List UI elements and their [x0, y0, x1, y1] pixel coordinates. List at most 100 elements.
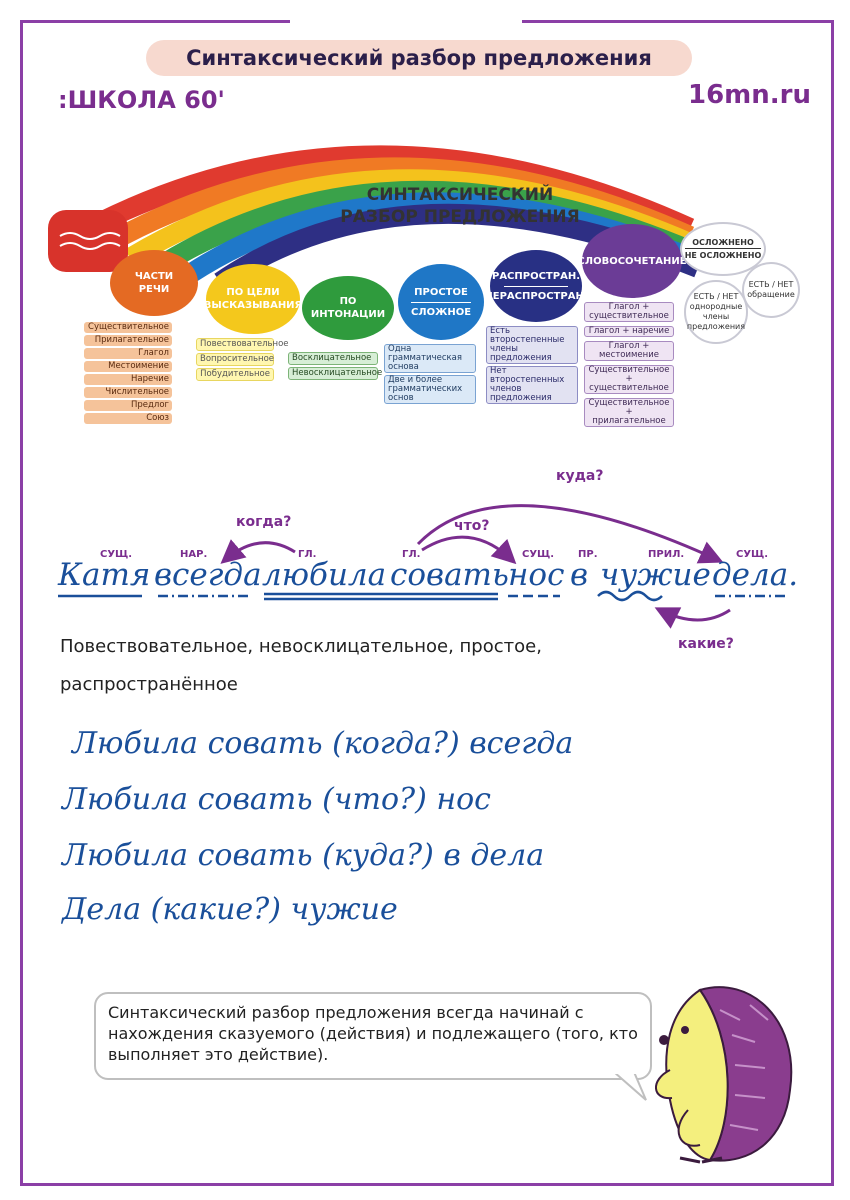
- cloud-label: ЕСТЬ / НЕТ обращение: [747, 280, 795, 299]
- category-intonation: ПО ИНТОНАЦИИ: [302, 276, 394, 340]
- sentence-characteristics: Повествовательное, невосклицательное, пр…: [60, 628, 640, 704]
- category-label: РАСПРОСТРАН.: [491, 270, 580, 282]
- sentence-arrows: [58, 504, 785, 629]
- list-item: Предлог: [84, 400, 172, 411]
- rainbow-title-line2: РАЗБОР ПРЕДЛОЖЕНИЯ: [340, 207, 580, 227]
- extended-list: Есть второстепенные члены предложения Не…: [486, 326, 578, 406]
- simple-complex-list: Одна грамматическая основа Две и более г…: [384, 344, 476, 406]
- list-item: Существительное: [84, 322, 172, 333]
- category-simple-complex: ПРОСТОЕ СЛОЖНОЕ: [398, 264, 484, 340]
- frame-left: [20, 20, 23, 1186]
- category-label: ПРОСТОЕ: [414, 286, 468, 298]
- rainbow-title-line1: СИНТАКСИЧЕСКИЙ: [366, 185, 554, 205]
- category-label: ЧАСТИ: [134, 271, 174, 282]
- list-item: Вопросительное: [196, 353, 274, 366]
- handwritten-phrase: Дела (какие?) чужие: [62, 892, 398, 927]
- bubble-tail: [612, 1070, 647, 1101]
- sentence-word: всегда: [154, 557, 262, 593]
- list-item: Побудительное: [196, 368, 274, 381]
- list-item: Одна грамматическая основа: [384, 344, 476, 373]
- cloud-label: ЕСТЬ / НЕТ однородные члены предложения: [686, 292, 746, 331]
- question-where: куда?: [556, 468, 604, 484]
- sentence-word: дела.: [712, 557, 799, 593]
- frame-top-right: [522, 20, 834, 23]
- list-item: Невосклицательное: [288, 367, 382, 380]
- question-what: что?: [454, 518, 490, 534]
- list-item: Восклицательное: [288, 352, 378, 365]
- handwritten-phrase: Любила совать (когда?) всегда: [72, 726, 574, 761]
- pos-label: СУЩ.: [736, 549, 769, 560]
- frame-top-left: [20, 20, 290, 23]
- question-which: какие?: [678, 636, 734, 652]
- category-label: ПО ЦЕЛИ: [226, 287, 280, 298]
- category-purpose: ПО ЦЕЛИ ВЫСКАЗЫВАНИЯ: [203, 264, 303, 334]
- frame-right: [831, 20, 834, 1186]
- list-item: Местоимение: [84, 361, 172, 372]
- site-link[interactable]: 16mn.ru: [688, 80, 811, 110]
- school-logo: :ШКОЛА 60': [58, 86, 225, 114]
- rainbow-illustration: [48, 145, 702, 291]
- phrases-list: Глагол + существительное Глагол + наречи…: [584, 302, 674, 429]
- list-item: Глагол: [84, 348, 172, 359]
- category-label: ВЫСКАЗЫВАНИЯ: [203, 300, 303, 311]
- list-item: Глагол + местоимение: [584, 341, 674, 361]
- pos-label: СУЩ.: [100, 549, 133, 560]
- pos-label: ГЛ.: [298, 549, 317, 560]
- category-label: СЛОЖНОЕ: [410, 306, 472, 318]
- page-title: Синтаксический разбор предложения: [146, 40, 692, 76]
- list-item: Глагол + наречие: [584, 326, 674, 337]
- category-label: НЕРАСПРОСТРАН.: [484, 290, 588, 302]
- category-parts-of-speech: ЧАСТИ РЕЧИ: [110, 250, 198, 316]
- sentence-word: чужие: [600, 557, 711, 593]
- category-label: ПО ИНТОНАЦИИ: [310, 296, 386, 320]
- category-phrase: СЛОВОСОЧЕТАНИЕ: [577, 224, 687, 298]
- homogeneous-cloud: ЕСТЬ / НЕТ однородные члены предложения: [684, 280, 748, 344]
- complicated-cloud: ОСЛОЖНЕНО НЕ ОСЛОЖНЕНО: [680, 222, 766, 276]
- sentence-word: нос: [508, 557, 565, 593]
- list-item: Прилагательное: [84, 335, 172, 346]
- list-item: Повествовательное: [196, 338, 289, 351]
- list-item: Союз: [84, 413, 172, 424]
- characteristics-line: распространённое: [60, 674, 238, 695]
- rainbow-title: СИНТАКСИЧЕСКИЙ РАЗБОР ПРЕДЛОЖЕНИЯ: [340, 184, 580, 228]
- frame-bottom: [20, 1183, 834, 1186]
- question-when: когда?: [236, 514, 292, 530]
- list-item: Существительное + существительное: [584, 365, 674, 394]
- pos-label: ГЛ.: [402, 549, 421, 560]
- cloud-label: ОСЛОЖНЕНО: [692, 237, 754, 247]
- handwritten-phrase: Любила совать (что?) нос: [62, 782, 491, 817]
- parts-of-speech-list: Существительное Прилагательное Глагол Ме…: [84, 322, 172, 426]
- list-item: Существительное + прилагательное: [584, 398, 674, 427]
- pos-label: СУЩ.: [522, 549, 555, 560]
- sentence-word: совать: [390, 557, 509, 593]
- hedgehog-icon: [655, 986, 793, 1164]
- cloud-label: НЕ ОСЛОЖНЕНО: [684, 247, 762, 261]
- arrow-where: [416, 504, 724, 564]
- sentence-word: любила: [262, 557, 387, 593]
- sentence-word: Катя: [58, 557, 151, 593]
- category-extended: РАСПРОСТРАН. НЕРАСПРОСТРАН.: [484, 250, 588, 322]
- category-label: РЕЧИ: [138, 284, 170, 295]
- intonation-list: Восклицательное Невосклицательное: [288, 352, 382, 382]
- category-label: СЛОВОСОЧЕТАНИЕ: [577, 255, 687, 267]
- list-item: Две и более грамматических основ: [384, 375, 476, 404]
- address-cloud: ЕСТЬ / НЕТ обращение: [742, 262, 800, 318]
- arrow-which: [654, 607, 731, 629]
- list-item: Глагол + существительное: [584, 302, 674, 322]
- pos-label: ПР.: [578, 549, 598, 560]
- red-block: [48, 210, 128, 272]
- sentence-word: в: [570, 557, 589, 593]
- list-item: Числительное: [84, 387, 172, 398]
- tip-bubble: Синтаксический разбор предложения всегда…: [94, 992, 652, 1080]
- handwritten-phrase: Любила совать (куда?) в дела: [62, 838, 545, 873]
- pos-label: ПРИЛ.: [648, 549, 685, 560]
- purpose-list: Повествовательное Вопросительное Побудит…: [196, 338, 289, 383]
- arrow-what: [421, 535, 517, 565]
- list-item: Нет второстепенных членов предложения: [486, 366, 578, 404]
- pos-label: НАР.: [180, 549, 208, 560]
- list-item: Есть второстепенные члены предложения: [486, 326, 578, 364]
- characteristics-line: Повествовательное, невосклицательное, пр…: [60, 636, 542, 657]
- arrow-when: [220, 539, 296, 564]
- list-item: Наречие: [84, 374, 172, 385]
- underline-attribute: [597, 590, 663, 602]
